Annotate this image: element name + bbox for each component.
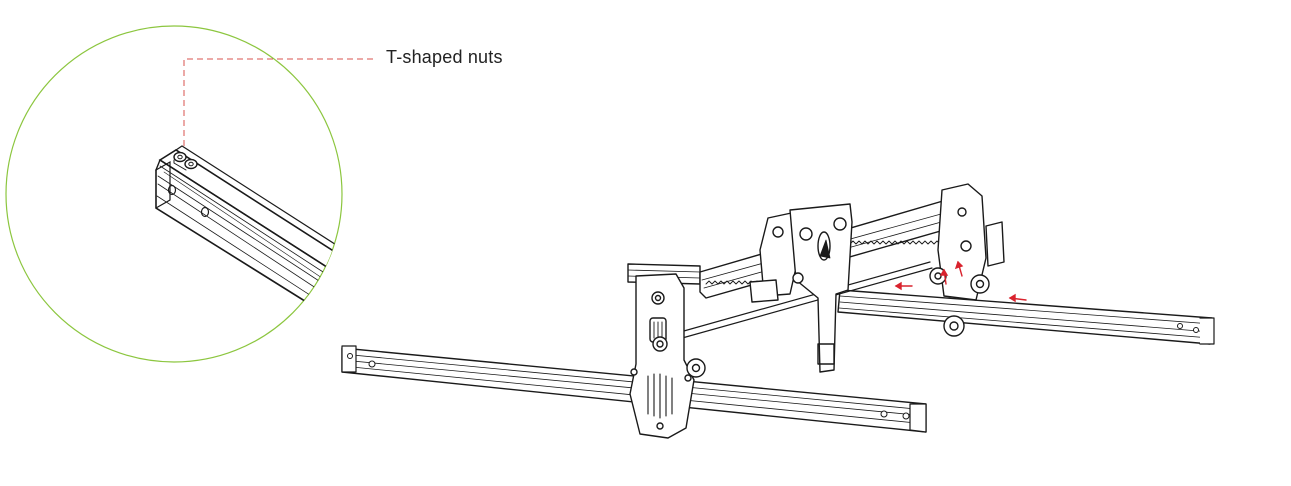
gantry-assembly bbox=[341, 183, 1215, 439]
zoom-circle bbox=[5, 25, 343, 363]
red-direction-arrows bbox=[894, 260, 1027, 303]
carriage bbox=[759, 203, 853, 373]
motor bbox=[749, 279, 779, 303]
zoom-detail bbox=[5, 25, 376, 363]
t-nuts-callout-label: T-shaped nuts bbox=[386, 47, 503, 67]
right-rail bbox=[837, 289, 1215, 345]
rod bbox=[665, 261, 933, 343]
left-end-plate bbox=[629, 273, 706, 439]
right-end-plate bbox=[929, 183, 1005, 337]
leader-line bbox=[183, 58, 376, 146]
zoomed-rail bbox=[155, 145, 342, 319]
